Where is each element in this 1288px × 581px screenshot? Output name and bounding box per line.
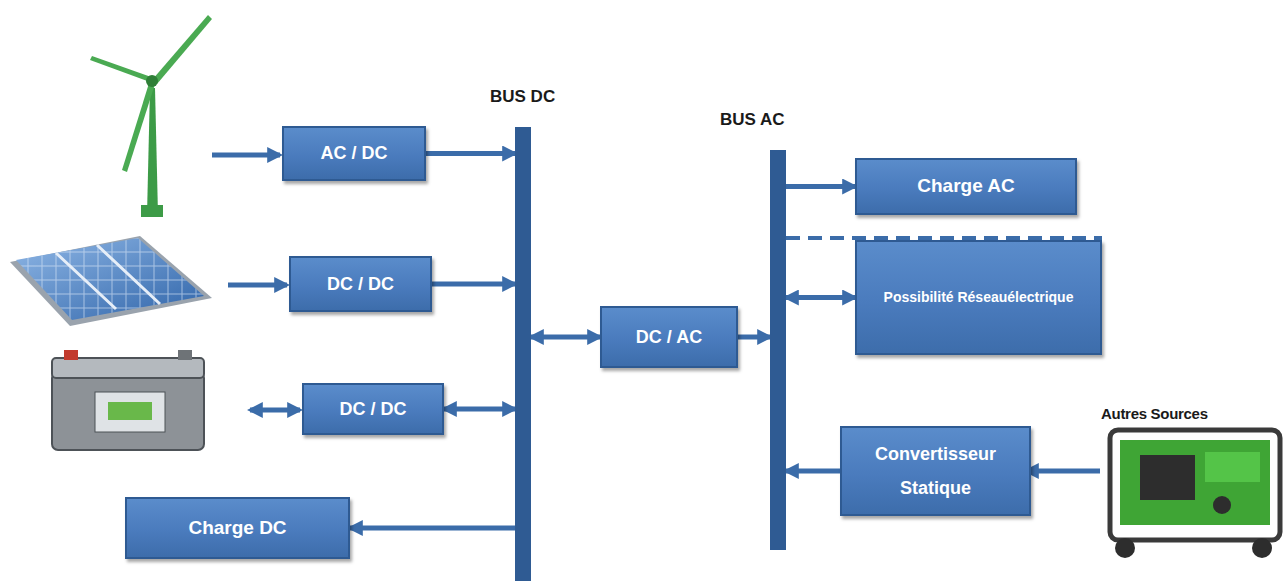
dc-bus-bar: BUS DC <box>515 127 531 581</box>
connector-arrow <box>738 335 770 340</box>
box-label: DC / DC <box>332 392 415 426</box>
box-label: Charge AC <box>909 168 1022 204</box>
ac-bus-bar: BUS AC <box>770 150 786 550</box>
box-label: DC / DC <box>319 267 402 301</box>
inverter-box: DC / AC <box>600 306 738 368</box>
converter-box: DC / DC <box>302 383 444 435</box>
grid-box: Possibilité Réseauélectrique <box>855 240 1102 355</box>
battery <box>52 350 204 450</box>
source-arrows <box>212 155 1102 471</box>
converter-box: Convertisseur Statique <box>840 426 1031 516</box>
bus-label: BUS DC <box>490 87 555 107</box>
box-label: DC / AC <box>628 320 710 354</box>
connector-arrow <box>444 407 515 412</box>
connector-arrow <box>786 184 855 189</box>
wind-turbine <box>90 15 212 217</box>
source-label: Autres Sources <box>1101 405 1208 422</box>
converter-box: DC / DC <box>289 256 432 312</box>
connector-arrow <box>786 469 840 474</box>
bus-label: BUS AC <box>720 110 785 130</box>
connector-arrow <box>350 526 515 531</box>
connector-arrow <box>786 295 855 300</box>
box-label: AC / DC <box>313 136 396 170</box>
load-box: Charge DC <box>125 497 350 559</box>
solar-panel <box>10 236 212 326</box>
load-box: Charge AC <box>855 158 1077 215</box>
connector-arrow <box>531 335 600 340</box>
box-label: Convertisseur Statique <box>842 437 1029 505</box>
connector-arrow <box>432 282 515 287</box>
generator <box>1110 430 1280 558</box>
box-label: Charge DC <box>180 510 294 546</box>
box-label: Possibilité Réseauélectrique <box>876 284 1082 311</box>
connector-arrow <box>426 151 515 156</box>
converter-box: AC / DC <box>282 126 426 181</box>
